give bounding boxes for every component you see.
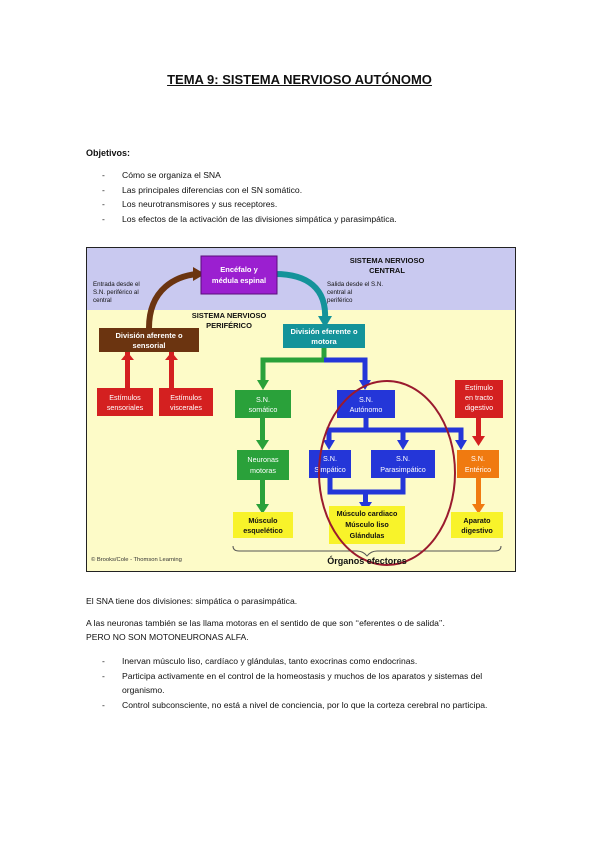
brain-label-1: Encéfalo y [220,265,258,274]
cns-label-line1: SISTEMA NERVIOSO [350,256,425,265]
output-label-3: periférico [327,297,353,304]
features-list: -Inervan músculo liso, cardíaco y glándu… [86,654,516,712]
effectors-label-1: Músculo cardiaco [337,509,398,518]
list-item: -Participa activamente en el control de … [102,670,483,696]
afferent-arrow [146,271,198,329]
afferent-box [99,328,199,352]
visceral-label-1: Estímulos [170,393,202,402]
somatic-branch-arrow [260,348,327,382]
digestive-label-1: Aparato [463,516,491,525]
effectors-bracket [232,545,502,557]
skeletal-label-2: esquelético [243,526,283,535]
paragraph-motor-neurons: A las neuronas también se las llama moto… [86,618,445,642]
input-label-3: central [93,297,112,304]
sensory-label-2: sensoriales [107,403,144,412]
afferent-arrow-head [193,267,205,281]
motor-neurons-box [237,450,289,480]
skeletal-muscle-box [233,512,293,538]
efferent-label-2: motora [311,337,337,346]
sympathetic-label-1: S.N. [323,454,337,463]
somatic-label-2: somático [249,405,278,414]
effectors-label-2: Músculo liso [345,520,389,529]
efferent-box [283,324,365,348]
parasympathetic-box [371,450,435,478]
pns-label-line2: PERIFÉRICO [206,321,252,330]
digestive-box [451,512,503,538]
gut-stimulus-label-1: Estímulo [465,383,493,392]
sensory-label-1: Estímulos [109,393,141,402]
brain-box [200,255,278,295]
pns-region [87,310,515,571]
digestive-label-2: digestivo [461,526,493,535]
input-label-2: S.N. periférico al [93,289,139,296]
enteric-label-2: Entérico [465,465,491,474]
somatic-box [235,390,291,418]
afferent-label-1: División aferente o [115,331,183,340]
list-item: -Cómo se organiza el SNA [102,170,221,180]
objectives-list: -Cómo se organiza el SNA -Las principale… [86,168,397,226]
somatic-label-1: S.N. [256,395,270,404]
afferent-label-2: sensorial [133,341,166,350]
efferent-arrow-head [318,316,332,328]
enteric-label-1: S.N. [471,454,485,463]
efferent-label-1: División eferente o [290,327,358,336]
visceral-arrow [169,352,174,388]
gut-stimulus-label-3: digestivo [465,403,493,412]
output-label-2: central al [327,289,352,296]
autonomic-highlight-oval [318,380,456,566]
objectives-heading: Objetivos: [86,148,131,158]
sensory-stimuli-box [97,388,153,416]
parasympathetic-label-1: S.N. [396,454,410,463]
visceral-label-2: viscerales [170,403,202,412]
autonomic-box [337,390,395,418]
sensory-arrow [125,352,130,388]
autonomic-label-2: Autónomo [350,405,383,414]
input-label-1: Entrada desde el [93,281,140,288]
enteric-box [457,450,499,478]
gut-stimulus-box [455,380,503,418]
autonomic-effectors-box [329,506,405,544]
organs-label: Órganos efectores [327,555,407,566]
brain-label-2: médula espinal [212,276,266,285]
autonomic-label-1: S.N. [359,395,373,404]
visceral-stimuli-box [159,388,213,416]
list-item: -Inervan músculo liso, cardíaco y glándu… [102,656,418,666]
efferent-arrow [274,271,329,321]
list-item: -Las principales diferencias con el SN s… [102,184,303,195]
paragraph-sna-divisions: El SNA tiene dos divisiones: simpática o… [86,596,298,606]
pns-label-line1: SISTEMA NERVIOSO [192,311,267,320]
motor-label-1: Neuronas [247,455,279,464]
sympathetic-box [309,450,351,478]
figure-credit: © Brooks/Cole - Thomson Learning [91,556,182,563]
skeletal-label-1: Músculo [248,516,278,525]
list-item: -Control subconsciente, no está a nivel … [102,699,488,710]
page-title: TEMA 9: SISTEMA NERVIOSO AUTÓNOMO [167,72,432,87]
sympathetic-label-2: Simpático [314,465,346,474]
gut-stimulus-label-2: en tracto [465,393,493,402]
nervous-system-diagram: SISTEMA NERVIOSO CENTRAL SISTEMA NERVIOS… [86,247,516,572]
list-item: -Los neurotransmisores y sus receptores. [102,199,278,209]
effectors-label-3: Glándulas [350,531,385,540]
list-item: -Los efectos de la activación de las div… [102,213,397,224]
motor-label-2: motoras [250,466,276,475]
autonomic-branch-arrow [324,357,368,382]
parasympathetic-label-2: Parasimpático [380,465,426,474]
output-label-1: Salida desde el S.N. [327,281,383,288]
cns-label-line2: CENTRAL [369,266,405,275]
